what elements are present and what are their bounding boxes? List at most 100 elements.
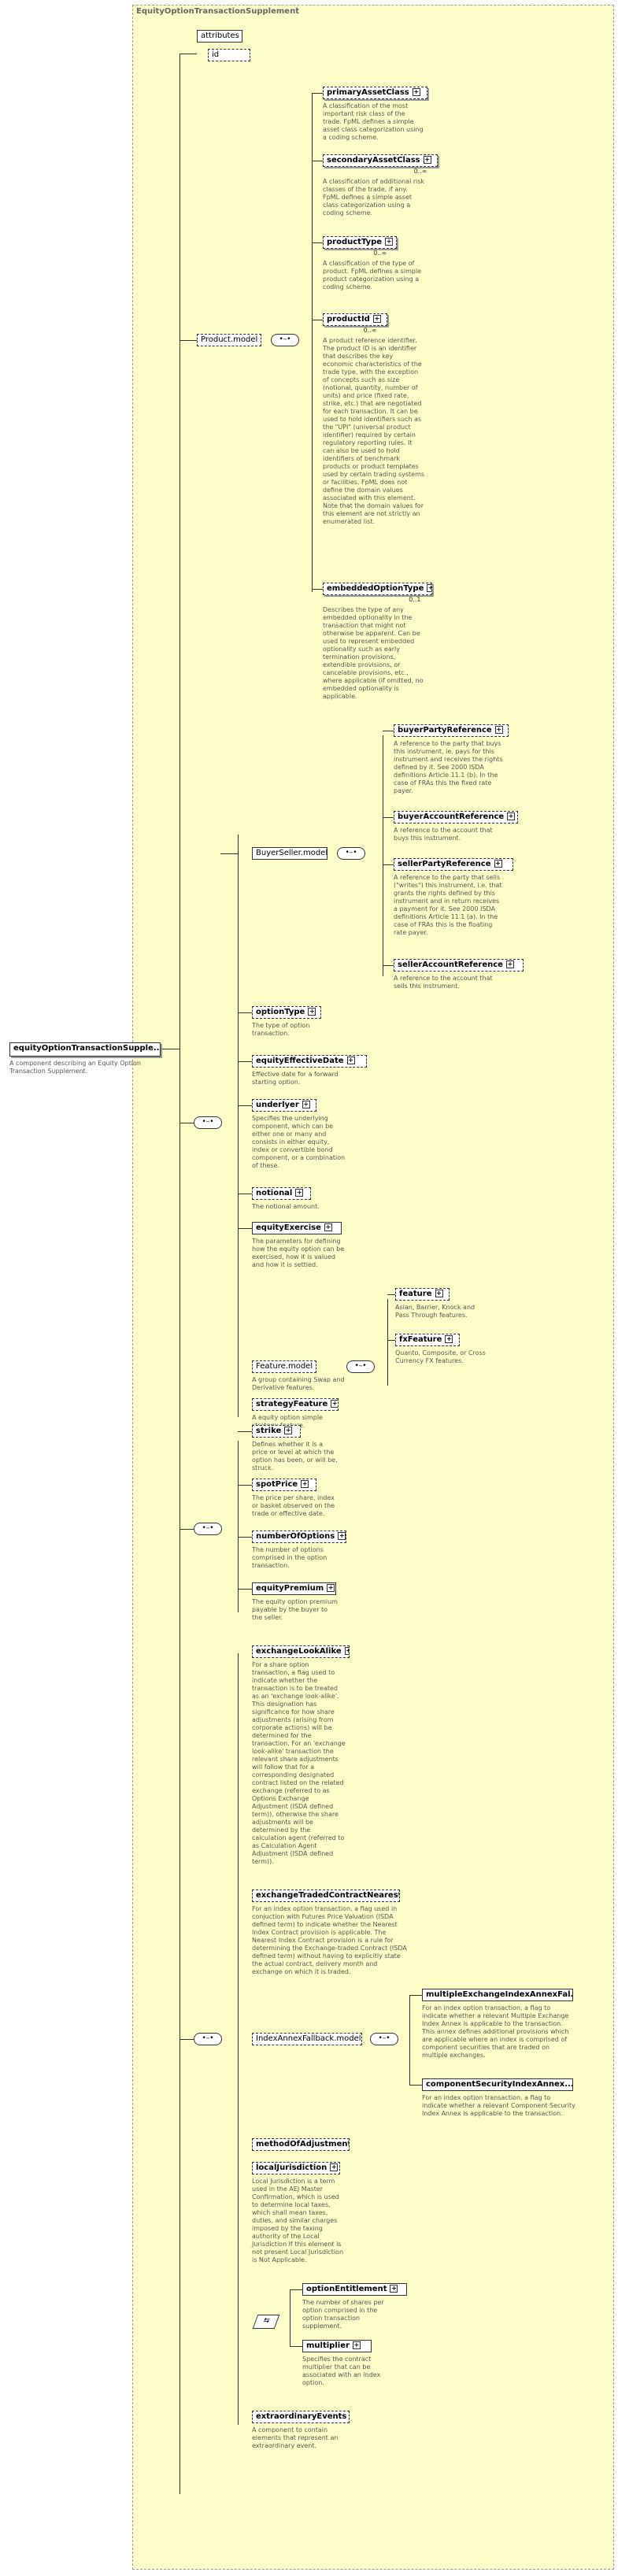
numberofoptions-element[interactable]: numberOfOptions+ — [252, 1530, 346, 1543]
diagram-title: EquityOptionTransactionSupplement — [136, 7, 299, 16]
local-jurisdiction-desc: Local Jurisdiction is a term used in the… — [252, 2178, 344, 2263]
branch-line — [238, 1537, 252, 1538]
expand-icon[interactable]: + — [494, 860, 502, 868]
producttype-element[interactable]: productType+ — [323, 236, 398, 249]
equityeffectivedate-desc: Effective date for a forward starting op… — [252, 1071, 339, 1086]
expand-icon[interactable]: + — [324, 1223, 332, 1231]
multiplier-element[interactable]: multiplier+ — [302, 2340, 372, 2352]
buyeraccountreference-element[interactable]: buyerAccountReference+ — [394, 811, 519, 824]
index-annex-fallback-group[interactable]: IndexAnnexFallback.model — [252, 2033, 362, 2045]
strategy-feature[interactable]: strategyFeature+ — [252, 1398, 339, 1411]
group1-vline — [238, 835, 239, 1417]
spotprice-element[interactable]: spotPrice+ — [252, 1479, 316, 1491]
root-element[interactable]: equityOptionTransactionSupple...− — [9, 1042, 161, 1057]
branch-line — [290, 2346, 302, 2347]
buyer-seller-branch — [220, 853, 238, 854]
feature-model-desc: A group containing Swap and Derivative f… — [252, 1376, 345, 1391]
attribute-id-label: id — [212, 50, 220, 59]
optionentitlement-element[interactable]: optionEntitlement+ — [302, 2283, 407, 2296]
exchange-look-alike-desc: For a share option transaction, a flag u… — [252, 1661, 346, 1865]
expand-icon[interactable]: + — [494, 726, 503, 734]
buyer-seller-label: BuyerSeller.model — [256, 849, 328, 857]
expand-icon[interactable]: + — [301, 1480, 309, 1488]
buyer-seller-sequence-icon: •–• — [337, 847, 365, 860]
productid-cardinality: 0..∞ — [363, 327, 377, 334]
primaryassetclass-desc: A classification of the most important r… — [323, 102, 424, 141]
expand-icon[interactable]: + — [330, 2163, 339, 2171]
optionentitlement-label: optionEntitlement — [306, 2285, 387, 2293]
attributes-box[interactable]: attributes — [197, 30, 242, 43]
local-jurisdiction[interactable]: localJurisdiction+ — [252, 2162, 340, 2174]
buyerpartyreference-element[interactable]: buyerPartyReference+ — [394, 724, 509, 737]
expand-icon[interactable]: + — [385, 238, 394, 246]
expand-icon[interactable]: + — [346, 1057, 355, 1064]
expand-icon[interactable]: + — [390, 2285, 398, 2293]
feature-element[interactable]: feature+ — [395, 1288, 450, 1301]
expand-icon[interactable]: + — [427, 584, 432, 592]
secondaryassetclass-cardinality: 0..∞ — [413, 168, 427, 175]
exchange-look-alike-label: exchangeLookAlike — [256, 1647, 342, 1656]
optionentitlement-desc: The number of shares per option comprise… — [302, 2299, 384, 2330]
underlyer-element[interactable]: underlyer+ — [252, 1099, 316, 1112]
sellerpartyreference-element[interactable]: sellerPartyReference+ — [394, 858, 513, 871]
expand-icon[interactable]: + — [423, 156, 431, 164]
buyer-seller-group[interactable]: BuyerSeller.model — [252, 847, 328, 860]
expand-icon[interactable]: + — [445, 1335, 453, 1343]
multipleexchangeindexannexfal-element[interactable]: multipleExchangeIndexAnnexFal...+ — [422, 1989, 573, 2001]
primaryassetclass-element[interactable]: primaryAssetClass+ — [323, 87, 427, 99]
expand-icon[interactable]: + — [505, 960, 514, 968]
buyerpartyreference-desc: A reference to the party that buys this … — [394, 740, 503, 794]
expand-icon[interactable]: + — [435, 1290, 443, 1297]
embeddedoptiontype-element[interactable]: embeddedOptionType+ — [323, 583, 433, 595]
expand-icon[interactable]: + — [338, 1532, 346, 1540]
exchange-traded-contract-nearest-label: exchangeTradedContractNearest — [256, 1891, 400, 1900]
expand-icon[interactable]: + — [352, 2341, 361, 2349]
local-jurisdiction-label: localJurisdiction — [256, 2163, 328, 2172]
exchange-traded-contract-nearest-desc: For an index option transaction, a flag … — [252, 1905, 407, 1975]
branch-line — [409, 1995, 422, 1996]
expand-icon[interactable]: + — [308, 1008, 316, 1016]
expand-icon[interactable]: + — [302, 1101, 310, 1108]
extraordinary-events[interactable]: extraordinaryEvents+ — [252, 2411, 350, 2423]
equityeffectivedate-label: equityEffectiveDate — [256, 1057, 344, 1065]
expand-icon[interactable]: + — [295, 1189, 304, 1197]
productid-desc: A product reference identifier. The prod… — [323, 337, 425, 525]
secondaryassetclass-label: secondaryAssetClass — [327, 156, 420, 165]
equitypremium-desc: The equity option premium payable by the… — [252, 1598, 338, 1621]
expand-icon[interactable]: + — [507, 812, 516, 820]
componentsecurityindexannex-element[interactable]: componentSecurityIndexAnnex...+ — [422, 2078, 573, 2091]
equitypremium-element[interactable]: equityPremium+ — [252, 1582, 337, 1595]
expand-icon[interactable]: + — [331, 1400, 338, 1408]
product-model-group[interactable]: Product.model — [197, 334, 261, 346]
expand-icon[interactable]: + — [284, 1427, 293, 1434]
expand-icon[interactable]: + — [344, 1647, 349, 1655]
group2-branch — [179, 1529, 194, 1530]
productid-element[interactable]: productId+ — [323, 313, 387, 326]
optiontype-element[interactable]: optionType+ — [252, 1006, 321, 1019]
index-annex-fallback-label: IndexAnnexFallback.model — [256, 2034, 361, 2043]
secondaryassetclass-element[interactable]: secondaryAssetClass+ — [323, 154, 438, 167]
exchange-traded-contract-nearest[interactable]: exchangeTradedContractNearest+ — [252, 1889, 400, 1902]
attribute-id[interactable]: id — [208, 49, 250, 61]
fxfeature-element[interactable]: fxFeature+ — [395, 1334, 460, 1346]
exchange-look-alike[interactable]: exchangeLookAlike+ — [252, 1645, 350, 1658]
selleraccountreference-element[interactable]: sellerAccountReference+ — [394, 959, 524, 972]
expand-icon[interactable]: + — [372, 315, 381, 323]
branch-line — [238, 1105, 252, 1106]
equityexercise-element[interactable]: equityExercise+ — [252, 1222, 342, 1234]
expand-icon[interactable]: + — [412, 88, 420, 96]
notional-element[interactable]: notional+ — [252, 1187, 312, 1200]
expand-icon[interactable]: + — [327, 1584, 335, 1592]
strike-element[interactable]: strike+ — [252, 1425, 302, 1438]
equityeffectivedate-element[interactable]: equityEffectiveDate+ — [252, 1055, 367, 1068]
equitypremium-label: equityPremium — [256, 1584, 324, 1593]
feature-model-group[interactable]: Feature.model — [252, 1360, 316, 1373]
index-annex-fallback-sequence-icon: •–• — [370, 2033, 398, 2045]
branch-line — [238, 1012, 252, 1013]
multipleexchangeindexannexfal-desc: For an index option transaction, a flag … — [422, 2004, 569, 2059]
method-of-adjustment[interactable]: methodOfAdjustment+ — [252, 2138, 350, 2151]
branch-line — [387, 1294, 395, 1295]
notional-desc: The notional amount. — [252, 1203, 320, 1210]
branch-line — [238, 1061, 252, 1062]
feature-label: feature — [399, 1290, 432, 1298]
